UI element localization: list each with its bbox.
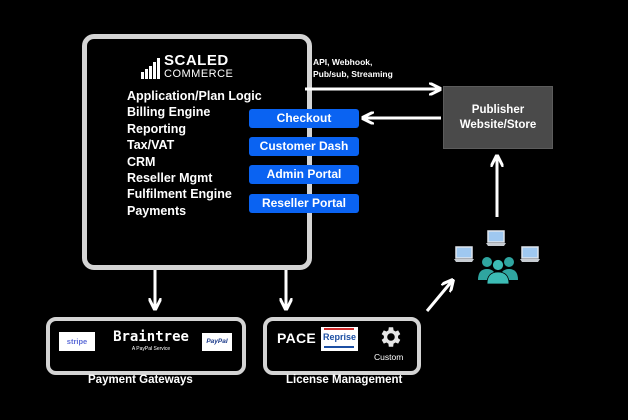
feature-item: Tax/VAT (127, 138, 175, 153)
api-label-line2: Pub/sub, Streaming (313, 68, 393, 79)
feature-list: Application/Plan Logic Billing Engine Re… (127, 88, 262, 219)
logo-text-scaled: SCALED (164, 52, 229, 69)
reprise-text: Reprise (322, 332, 357, 342)
payment-gateways-caption: Payment Gateways (88, 374, 193, 386)
api-label: API, Webhook, Pub/sub, Streaming (313, 57, 393, 80)
customer-dash-button[interactable]: Customer Dash (249, 137, 359, 156)
reprise-logo: Reprise (321, 327, 358, 351)
stripe-text: stripe (66, 337, 88, 346)
scaled-commerce-logo: SCALED COMMERCE (140, 52, 250, 82)
feature-item: Reporting (127, 121, 187, 136)
api-label-line1: API, Webhook, (313, 57, 373, 67)
reprise-stripe-top (324, 328, 354, 330)
braintree-text: Braintree (113, 329, 189, 345)
feature-item: CRM (127, 154, 156, 169)
license-management-caption: License Management (286, 374, 403, 386)
users-icon (478, 257, 518, 285)
logo-text-commerce: COMMERCE (164, 68, 234, 80)
feature-item: Fulfilment Engine (127, 187, 232, 202)
reseller-portal-button[interactable]: Reseller Portal (249, 194, 359, 213)
checkout-button[interactable]: Checkout (249, 109, 359, 128)
laptop-icon (486, 230, 506, 246)
reprise-stripe-bottom (324, 346, 354, 348)
pace-logo: PACE (277, 330, 317, 346)
arrow-to-users (425, 281, 452, 312)
users-cluster (454, 230, 540, 285)
feature-item: Payments (127, 203, 187, 218)
laptop-icon (454, 246, 474, 262)
stripe-logo: stripe (59, 332, 95, 351)
custom-label: Custom (374, 352, 404, 362)
publisher-line2: Website/Store (459, 118, 537, 131)
publisher-box: Publisher Website/Store (443, 86, 553, 149)
braintree-logo: Braintree A PayPal Service (108, 329, 194, 352)
braintree-subtext: A PayPal Service (131, 346, 171, 352)
publisher-line1: Publisher (471, 103, 525, 116)
logo-bars-icon (141, 58, 160, 79)
feature-item: Reseller Mgmt (127, 171, 213, 186)
gear-icon (381, 327, 401, 347)
feature-item: Application/Plan Logic (127, 89, 262, 103)
admin-portal-button[interactable]: Admin Portal (249, 165, 359, 184)
paypal-logo: PayPal (202, 333, 232, 351)
paypal-text: PayPal (206, 338, 228, 345)
laptop-icon (520, 246, 540, 262)
feature-item: Billing Engine (127, 105, 211, 120)
